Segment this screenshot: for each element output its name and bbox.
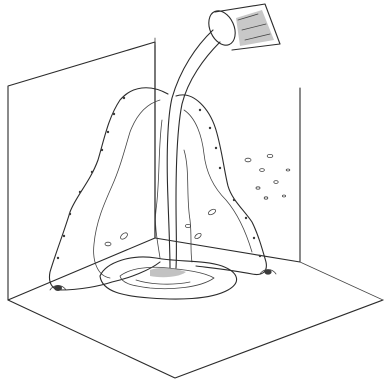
water-film: [49, 88, 266, 290]
bucket-icon: [204, 4, 280, 50]
floor-puddle: [100, 257, 237, 299]
floor-right-edge: [300, 262, 383, 300]
water-film-inner-left: [94, 100, 160, 278]
water-film-inner-right: [184, 110, 252, 252]
rivulet-1: [155, 120, 162, 258]
left-wall-outline: [8, 42, 155, 300]
floor-edge-front: [8, 300, 383, 378]
room-corner: [8, 38, 383, 378]
water-stream-icon: [167, 30, 220, 268]
rivulet-2: [184, 150, 192, 262]
splash-droplets: [105, 154, 290, 245]
film-dots: [57, 97, 261, 259]
